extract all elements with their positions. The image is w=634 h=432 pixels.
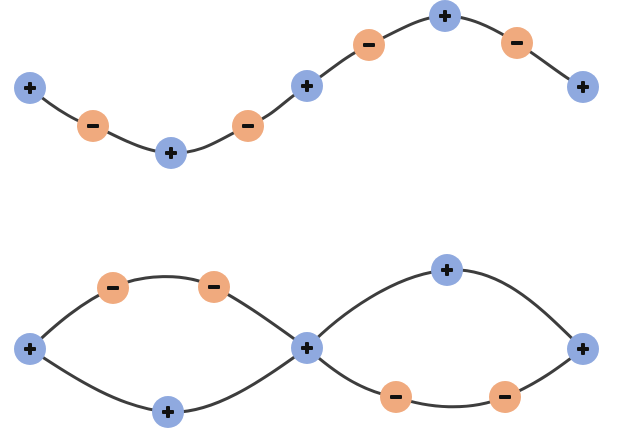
plus-vertical-bar	[305, 342, 309, 354]
sine-chain-pattern	[14, 0, 599, 169]
positive-lobe-node-9	[567, 333, 599, 365]
figure-eight-loop-nodes	[14, 254, 599, 428]
positive-lobe-node-5	[291, 332, 323, 364]
sine-chain-nodes	[14, 0, 599, 169]
positive-lobe-node-4	[152, 396, 184, 428]
plus-sign-icon	[441, 264, 453, 276]
plus-vertical-bar	[581, 343, 585, 355]
positive-lobe-node-1	[14, 333, 46, 365]
minus-bar	[363, 43, 375, 47]
negative-lobe-node-3	[198, 271, 230, 303]
upper-left-loop-curve	[28, 275, 309, 351]
negative-lobe-node-6	[380, 381, 412, 413]
negative-lobe-node-7	[489, 381, 521, 413]
negative-lobe-node-4	[232, 110, 264, 142]
figure-eight-loop-pattern	[14, 254, 599, 428]
positive-lobe-node-9	[567, 71, 599, 103]
plus-vertical-bar	[581, 81, 585, 93]
plus-sign-icon	[439, 10, 451, 22]
positive-lobe-node-7	[429, 0, 461, 32]
plus-vertical-bar	[169, 147, 173, 159]
minus-sign-icon	[242, 124, 254, 128]
positive-lobe-node-5	[291, 70, 323, 102]
minus-bar	[208, 285, 220, 289]
minus-bar	[499, 395, 511, 399]
plus-sign-icon	[24, 82, 36, 94]
negative-lobe-node-2	[97, 272, 129, 304]
plus-sign-icon	[301, 342, 313, 354]
plus-vertical-bar	[443, 10, 447, 22]
plus-vertical-bar	[445, 264, 449, 276]
positive-lobe-node-3	[155, 137, 187, 169]
minus-sign-icon	[208, 285, 220, 289]
minus-bar	[242, 124, 254, 128]
minus-bar	[390, 395, 402, 399]
minus-bar	[107, 286, 119, 290]
plus-sign-icon	[24, 343, 36, 355]
minus-bar	[511, 41, 523, 45]
plus-sign-icon	[301, 80, 313, 92]
negative-lobe-node-2	[77, 110, 109, 142]
minus-bar	[87, 124, 99, 128]
minus-sign-icon	[363, 43, 375, 47]
lower-right-loop-curve	[305, 346, 585, 409]
plus-vertical-bar	[28, 343, 32, 355]
negative-lobe-node-6	[353, 29, 385, 61]
positive-lobe-node-8	[431, 254, 463, 286]
minus-sign-icon	[390, 395, 402, 399]
plus-sign-icon	[577, 343, 589, 355]
plus-sign-icon	[165, 147, 177, 159]
plus-vertical-bar	[166, 406, 170, 418]
minus-sign-icon	[511, 41, 523, 45]
plus-vertical-bar	[28, 82, 32, 94]
minus-sign-icon	[87, 124, 99, 128]
positive-lobe-node-1	[14, 72, 46, 104]
minus-sign-icon	[499, 395, 511, 399]
plus-sign-icon	[577, 81, 589, 93]
negative-lobe-node-8	[501, 27, 533, 59]
minus-sign-icon	[107, 286, 119, 290]
plus-vertical-bar	[305, 80, 309, 92]
plus-sign-icon	[162, 406, 174, 418]
